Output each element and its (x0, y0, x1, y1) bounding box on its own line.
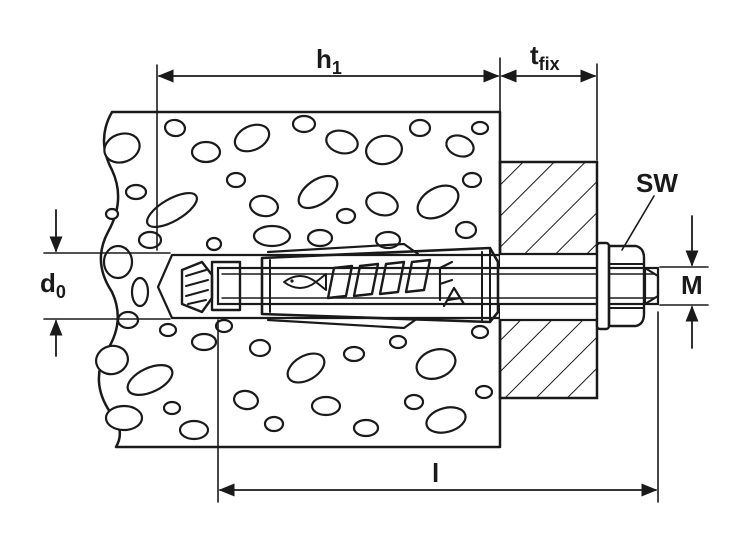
aggregate-stone (470, 324, 490, 340)
aggregate-stone (461, 171, 483, 189)
aggregate-stone (214, 318, 234, 334)
aggregate-stone (190, 332, 218, 352)
sw-leader (621, 195, 655, 251)
aggregate-stone (365, 134, 403, 166)
dimension-d0 (43, 209, 171, 357)
label-m: M (681, 270, 703, 300)
label-l: l (432, 458, 439, 488)
aggregate-stone (232, 389, 260, 411)
hex-nut (607, 244, 646, 328)
aggregate-stone (335, 207, 357, 225)
aggregate-stone (388, 334, 408, 350)
aggregate-stone (178, 419, 210, 441)
aggregate-stone (263, 415, 285, 433)
fa-logo (438, 260, 466, 308)
aggregate-stone (342, 345, 366, 363)
label-tfix: tfix (530, 40, 560, 74)
expansion-sleeve (260, 242, 500, 330)
aggregate-stone (415, 348, 457, 380)
aggregate-stone (445, 134, 475, 158)
aggregate-stone (454, 220, 478, 240)
concrete-aggregate (95, 114, 494, 441)
aggregate-stone (325, 129, 359, 155)
label-sw: SW (636, 168, 678, 198)
aggregate-stone (158, 322, 178, 338)
washer (595, 241, 611, 331)
aggregate-stone (416, 184, 460, 220)
label-d0: d0 (40, 268, 66, 302)
aggregate-stone (470, 120, 490, 136)
aggregate-stone (190, 140, 222, 164)
aggregate-stone (116, 310, 140, 330)
threaded-bolt (216, 266, 660, 306)
aggregate-stone (104, 207, 120, 221)
aggregate-stone (126, 364, 174, 396)
aggregate-stone (102, 244, 134, 280)
aggregate-stone (286, 352, 326, 384)
aggregate-stone (124, 183, 148, 201)
aggregate-stone (249, 194, 279, 218)
aggregate-stone (297, 174, 339, 210)
aggregate-stone (146, 191, 198, 229)
aggregate-stone (474, 384, 494, 400)
aggregate-stone (310, 395, 342, 417)
aggregate-stone (137, 230, 163, 250)
aggregate-stone (291, 114, 317, 134)
aggregate-stone (130, 276, 150, 308)
aggregate-stone (403, 393, 425, 411)
dimension-m (659, 215, 709, 349)
fish-icon (283, 273, 327, 291)
aggregate-stone (248, 338, 272, 358)
aggregate-stone (95, 344, 129, 376)
aggregate-stone (205, 236, 223, 252)
aggregate-stone (252, 224, 292, 248)
dimension-h1 (156, 57, 501, 251)
aggregate-stone (225, 171, 247, 189)
dimension-l (217, 311, 659, 503)
aggregate-stone (233, 123, 271, 153)
cone-nut (180, 260, 242, 314)
aggregate-stone (163, 118, 187, 138)
aggregate-stone (306, 228, 334, 248)
aggregate-stone (425, 406, 467, 434)
dimension-tfix (500, 63, 598, 161)
aggregate-stone (408, 118, 432, 138)
aggregate-stone (352, 418, 380, 438)
label-h1: h1 (316, 44, 342, 78)
aggregate-stone (365, 191, 399, 217)
aggregate-stone (104, 404, 144, 432)
aggregate-stone (103, 132, 141, 164)
aggregate-stone (162, 400, 182, 416)
